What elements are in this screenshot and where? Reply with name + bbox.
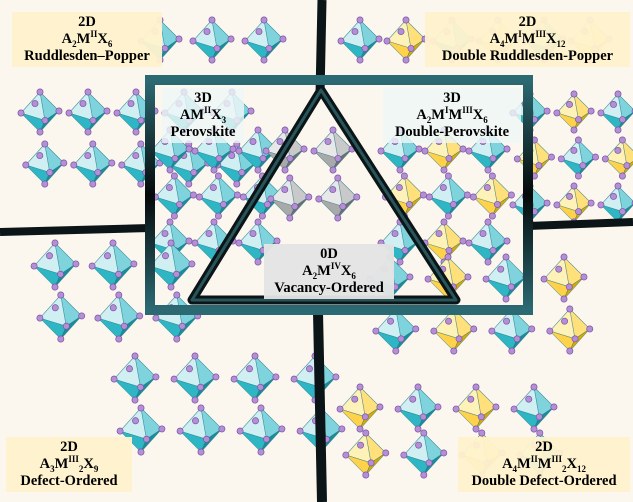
label-double-perovskite: 3D A2MIMIIIX6 Double-Perovskite <box>383 88 521 143</box>
octahedron <box>88 239 138 291</box>
label-dimension: 0D <box>320 246 338 262</box>
label-name: Perovskite <box>170 124 236 140</box>
octahedron <box>557 136 599 180</box>
octahedron <box>235 218 281 266</box>
label-formula: A3MIII2X9 <box>39 454 99 474</box>
label-formula: AMIIX3 <box>179 105 227 125</box>
octahedron <box>230 352 280 404</box>
octahedron <box>315 174 361 222</box>
label-name: Double Ruddlesden-Popper <box>441 48 614 64</box>
octahedron <box>22 140 68 188</box>
octahedron <box>383 16 429 64</box>
octahedron <box>170 352 220 404</box>
label-dimension: 2D <box>518 14 537 30</box>
octahedron <box>540 253 588 303</box>
label-dimension: 2D <box>60 439 78 455</box>
octahedron <box>241 16 287 64</box>
label-formula: A4MIMIIIX12 <box>489 29 566 49</box>
divider-left <box>0 224 151 236</box>
octahedron <box>425 172 471 220</box>
label-name: Ruddlesden–Popper <box>24 48 150 64</box>
octahedron <box>236 404 286 456</box>
label-dimension: 3D <box>443 90 461 106</box>
label-vacancy-ordered: 0D A2MIVX6 Vacancy-Ordered <box>264 244 394 299</box>
divider-right <box>527 218 633 230</box>
label-ruddlesden-popper: 2D A2MIIX6 Ruddlesden–Popper <box>12 12 162 67</box>
label-formula: A4MIIMIII2X12 <box>502 454 586 474</box>
octahedron <box>342 429 390 479</box>
label-dimension: 3D <box>194 90 212 106</box>
octahedron <box>553 90 595 134</box>
octahedron <box>597 90 633 134</box>
label-double-ruddlesden-popper: 2D A4MIMIIIX12 Double Ruddlesden-Popper <box>425 12 630 67</box>
octahedron <box>262 126 308 174</box>
octahedron <box>189 16 235 64</box>
label-formula: A2MIVX6 <box>302 261 356 281</box>
octahedron <box>394 383 442 433</box>
octahedron <box>601 136 633 180</box>
octahedron <box>146 239 196 291</box>
label-name: Double-Perovskite <box>394 124 510 140</box>
octahedron <box>336 383 384 433</box>
octahedron <box>597 182 633 226</box>
octahedron <box>430 305 478 355</box>
octahedron <box>151 172 197 220</box>
octahedron <box>310 126 356 174</box>
perovskite-frame <box>145 75 533 315</box>
octahedron <box>110 352 160 404</box>
label-formula: A2MIIX6 <box>61 29 113 49</box>
octahedron <box>30 239 80 291</box>
octahedron <box>553 182 595 226</box>
label-perovskite: 3D AMIIX3 Perovskite <box>162 88 244 143</box>
octahedron <box>70 140 116 188</box>
octahedron <box>469 172 515 220</box>
divider-bottom <box>313 311 327 502</box>
label-name: Defect-Ordered <box>20 473 118 489</box>
label-double-defect-ordered: 2D A4MIIMIII2X12 Double Defect-Ordered <box>458 437 630 492</box>
octahedron <box>400 429 448 479</box>
octahedron <box>36 291 86 343</box>
octahedron <box>267 174 313 222</box>
octahedron <box>17 88 63 136</box>
octahedron <box>513 136 555 180</box>
octahedron <box>510 383 558 433</box>
octahedron <box>176 404 226 456</box>
octahedron <box>546 305 594 355</box>
label-name: Double Defect-Ordered <box>471 473 617 489</box>
octahedron <box>94 291 144 343</box>
octahedron <box>465 218 511 266</box>
octahedron <box>452 383 500 433</box>
octahedron <box>482 253 530 303</box>
octahedron <box>195 172 241 220</box>
octahedron <box>372 305 420 355</box>
label-name: Vacancy-Ordered <box>274 280 384 296</box>
label-defect-ordered: 2D A3MIII2X9 Defect-Ordered <box>6 437 132 492</box>
label-formula: A2MIMIIIX6 <box>416 105 488 125</box>
label-dimension: 2D <box>535 439 553 455</box>
octahedron <box>337 16 383 64</box>
label-dimension: 2D <box>78 14 96 30</box>
octahedron <box>65 88 111 136</box>
octahedron <box>116 404 166 456</box>
